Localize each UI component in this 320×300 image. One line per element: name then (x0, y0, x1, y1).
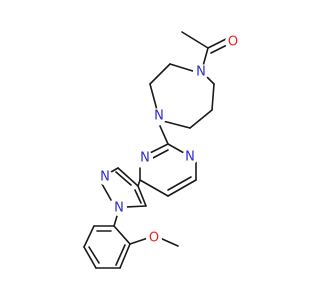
bond-pz-n2-n1 (101, 183, 112, 201)
carbonyl-oxygen: O (225, 34, 241, 50)
bond-bz-2-inner (115, 244, 126, 266)
diazepane-nitrogen-top: N (193, 64, 209, 80)
bond-pz-c4-c3-inner (115, 171, 132, 186)
bond-pyr-n1-c2 (149, 143, 169, 154)
bond-o-methyl (159, 237, 179, 247)
bond-carbonyl-n (202, 47, 209, 67)
pyrimidine-nitrogen-3: N (182, 149, 198, 165)
bond-n-aryl (113, 215, 118, 227)
pyrazole-nitrogen-1: N (111, 200, 127, 216)
bond-diazepane-6 (211, 83, 215, 111)
bond-n-pyrimidine (159, 125, 169, 145)
bond-pyr-c4-c5 (167, 179, 197, 197)
bond-bz-2 (119, 243, 131, 269)
atom-label-n1: N (196, 65, 206, 80)
pyrazole-nitrogen-2: N (97, 169, 113, 185)
bond-pz-c3-n2 (110, 167, 119, 173)
atom-label-o1: O (228, 35, 238, 50)
bond-pyrimidine-pyrazole (137, 179, 141, 187)
bond-methyl-carbonyl (181, 31, 209, 49)
atom-labels: O N N N N N N O (97, 34, 241, 246)
bonds (83, 31, 230, 269)
bond-carbonyl-o-a (207, 38, 227, 49)
atom-label-n6: N (114, 201, 124, 216)
bond-bz-4 (83, 246, 97, 269)
bond-pz-n1-c5 (125, 205, 147, 208)
diazepane-nitrogen-bottom: N (151, 108, 167, 124)
bond-pyr-c4-c5-inner (167, 176, 192, 191)
bond-diazepane-5 (189, 109, 213, 129)
molecule-diagram: O N N N N N N O (83, 31, 241, 269)
bond-pz-c5-c4 (137, 185, 147, 207)
atom-label-n5: N (100, 170, 110, 185)
atom-label-n4: N (140, 151, 150, 166)
bond-pz-c4-c3 (117, 167, 139, 187)
atom-label-o2: O (149, 231, 159, 246)
bond-diazepane-3 (149, 83, 158, 111)
atom-label-n2: N (154, 109, 164, 124)
bond-bz-1 (113, 225, 131, 245)
bond-pyr-c2-n3 (167, 143, 185, 154)
bond-diazepane-1 (169, 63, 197, 73)
bond-bz-4-inner (88, 246, 100, 264)
bond-pz-c5-c4-inner (134, 189, 142, 204)
bond-pyr-c5-c6 (139, 179, 169, 197)
atom-label-n3: N (185, 150, 195, 165)
methoxy-oxygen: O (146, 230, 162, 246)
bond-aryl-o (129, 237, 149, 245)
bond-diazepane-2 (149, 63, 171, 85)
bond-bz-5 (83, 225, 95, 248)
pyrimidine-nitrogen-1: N (137, 150, 153, 166)
bond-pyr-n1-c2-inner (150, 149, 169, 160)
bond-diazepane-4 (162, 120, 191, 129)
bond-diazepane-7 (205, 75, 215, 85)
structure-svg: O N N N N N N O (83, 31, 241, 269)
